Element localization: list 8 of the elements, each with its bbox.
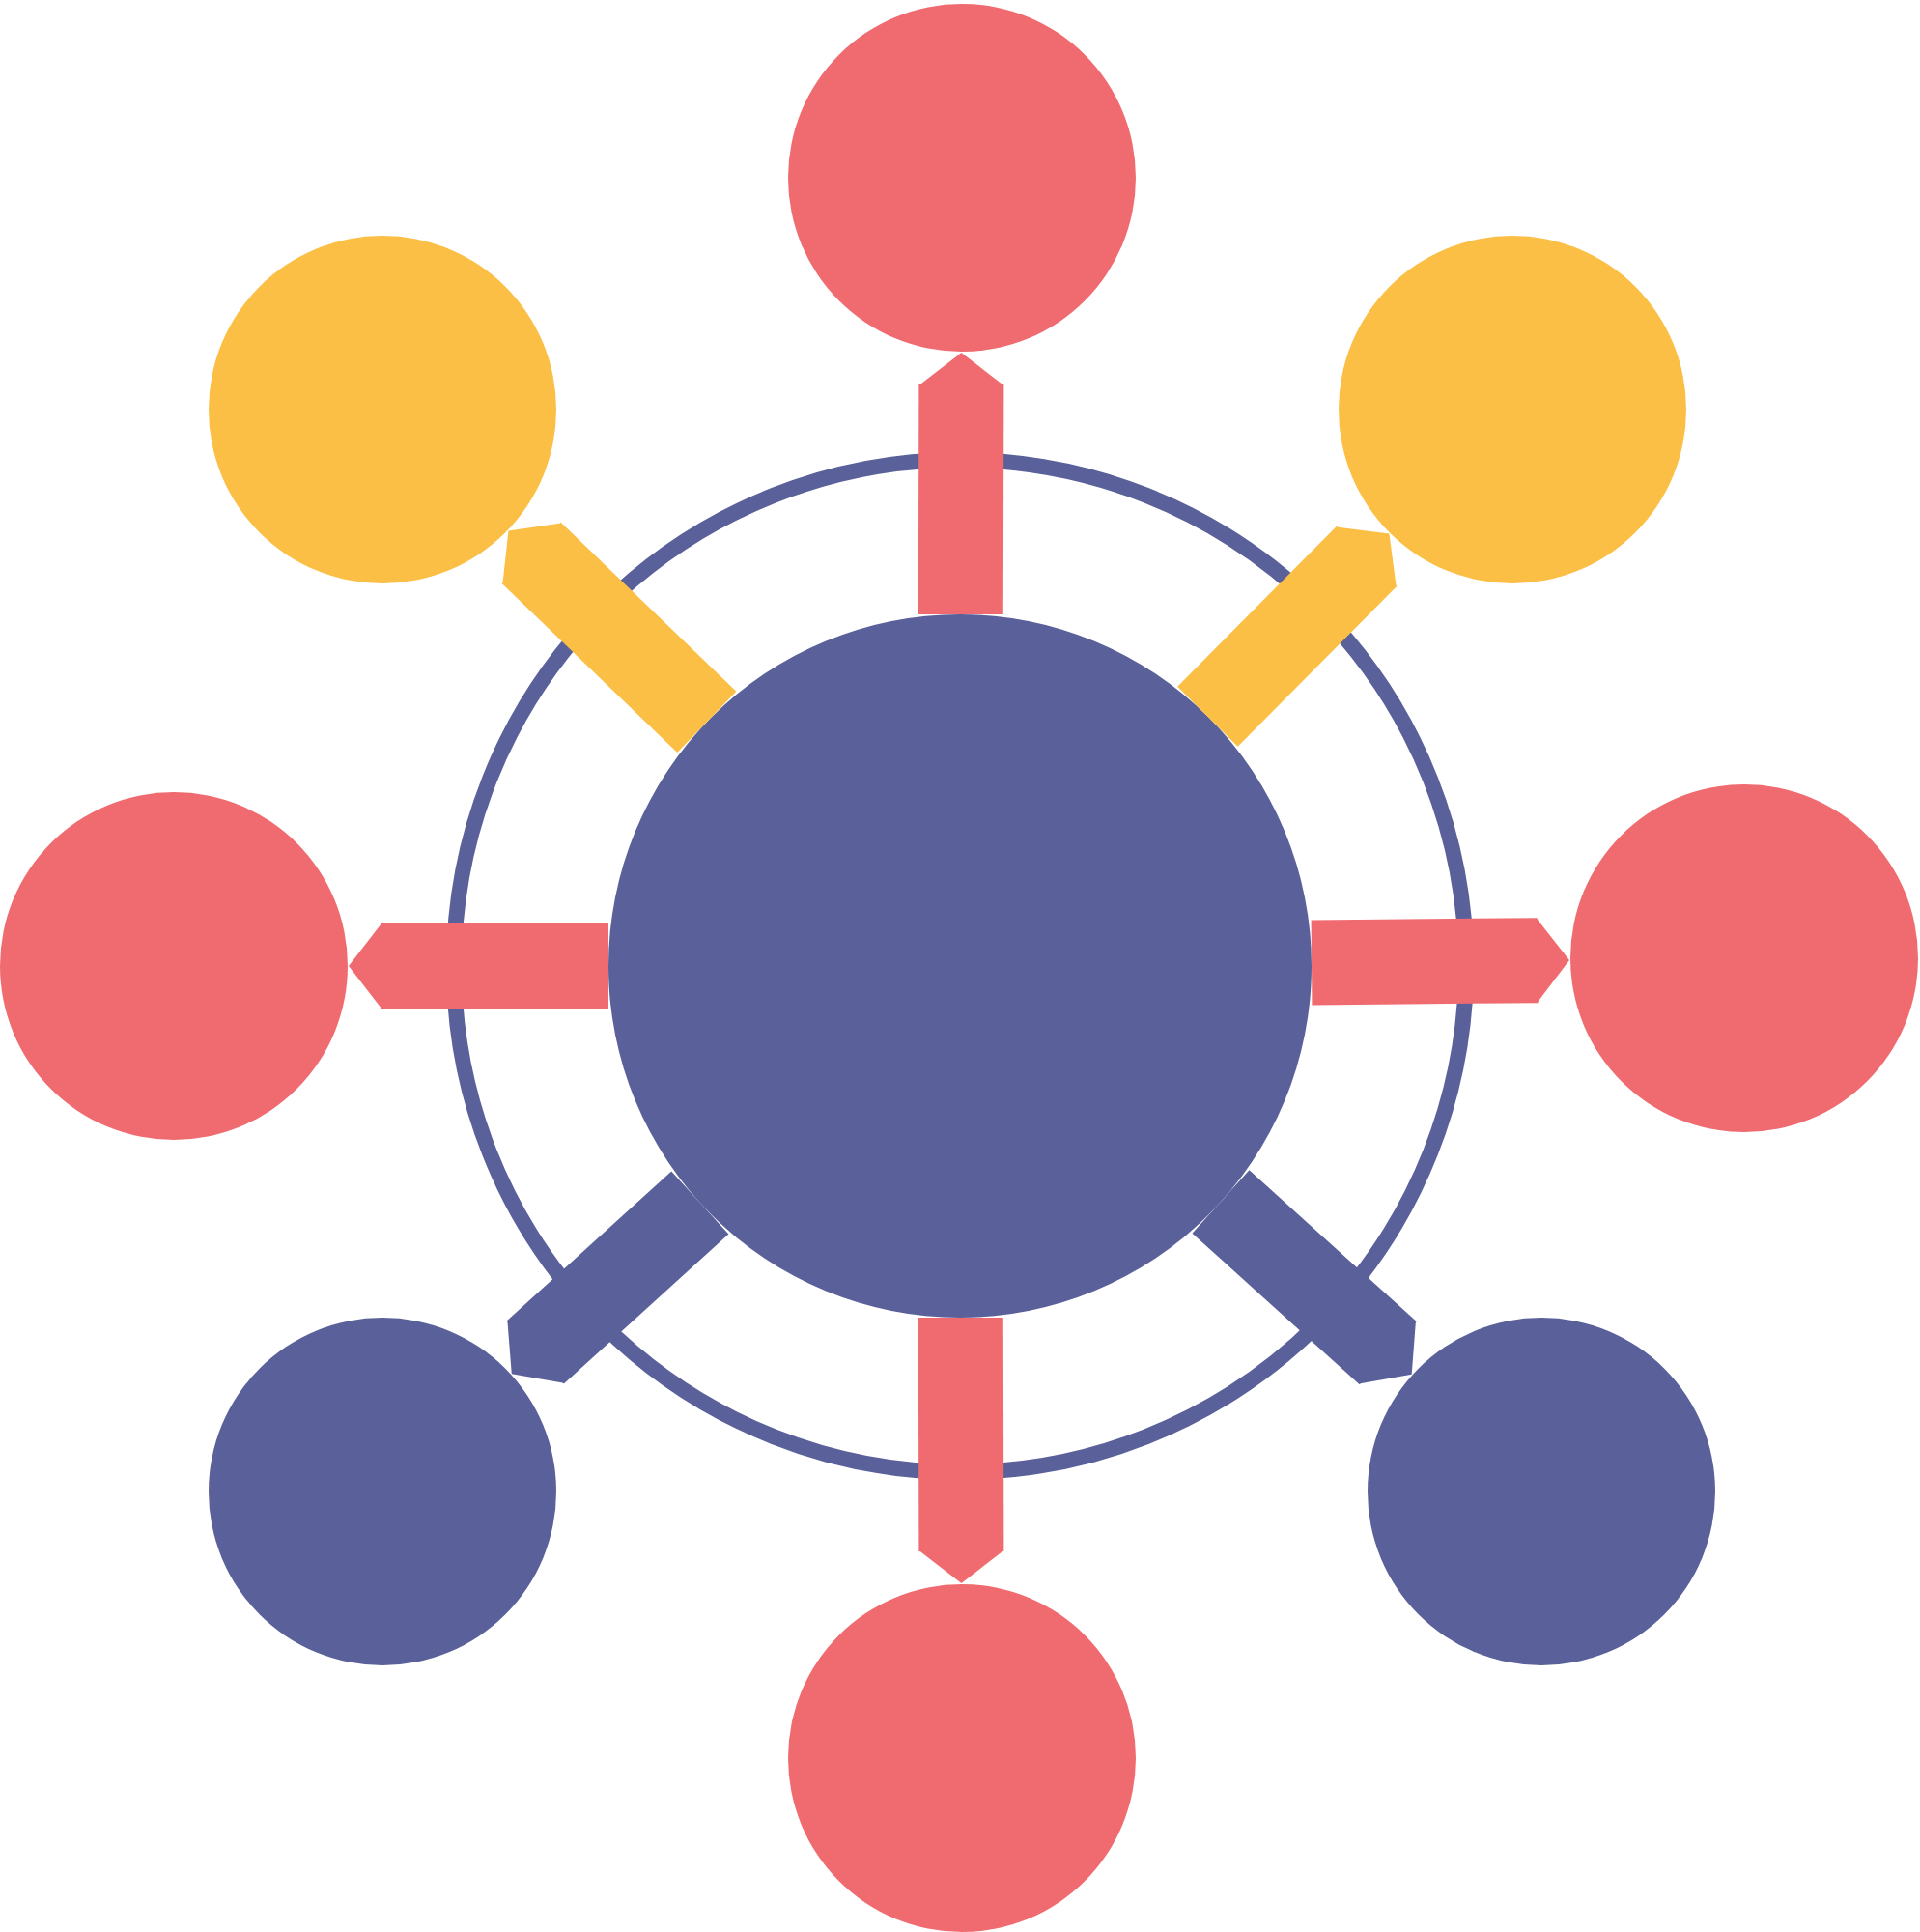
arrow bbox=[1311, 918, 1569, 1006]
arrow bbox=[1177, 526, 1398, 747]
arrow bbox=[349, 923, 608, 1009]
arrow bbox=[501, 522, 737, 753]
arrow bbox=[506, 1171, 729, 1384]
arrow bbox=[918, 1317, 1004, 1583]
arrow bbox=[918, 353, 1004, 615]
arrow bbox=[1192, 1170, 1417, 1385]
